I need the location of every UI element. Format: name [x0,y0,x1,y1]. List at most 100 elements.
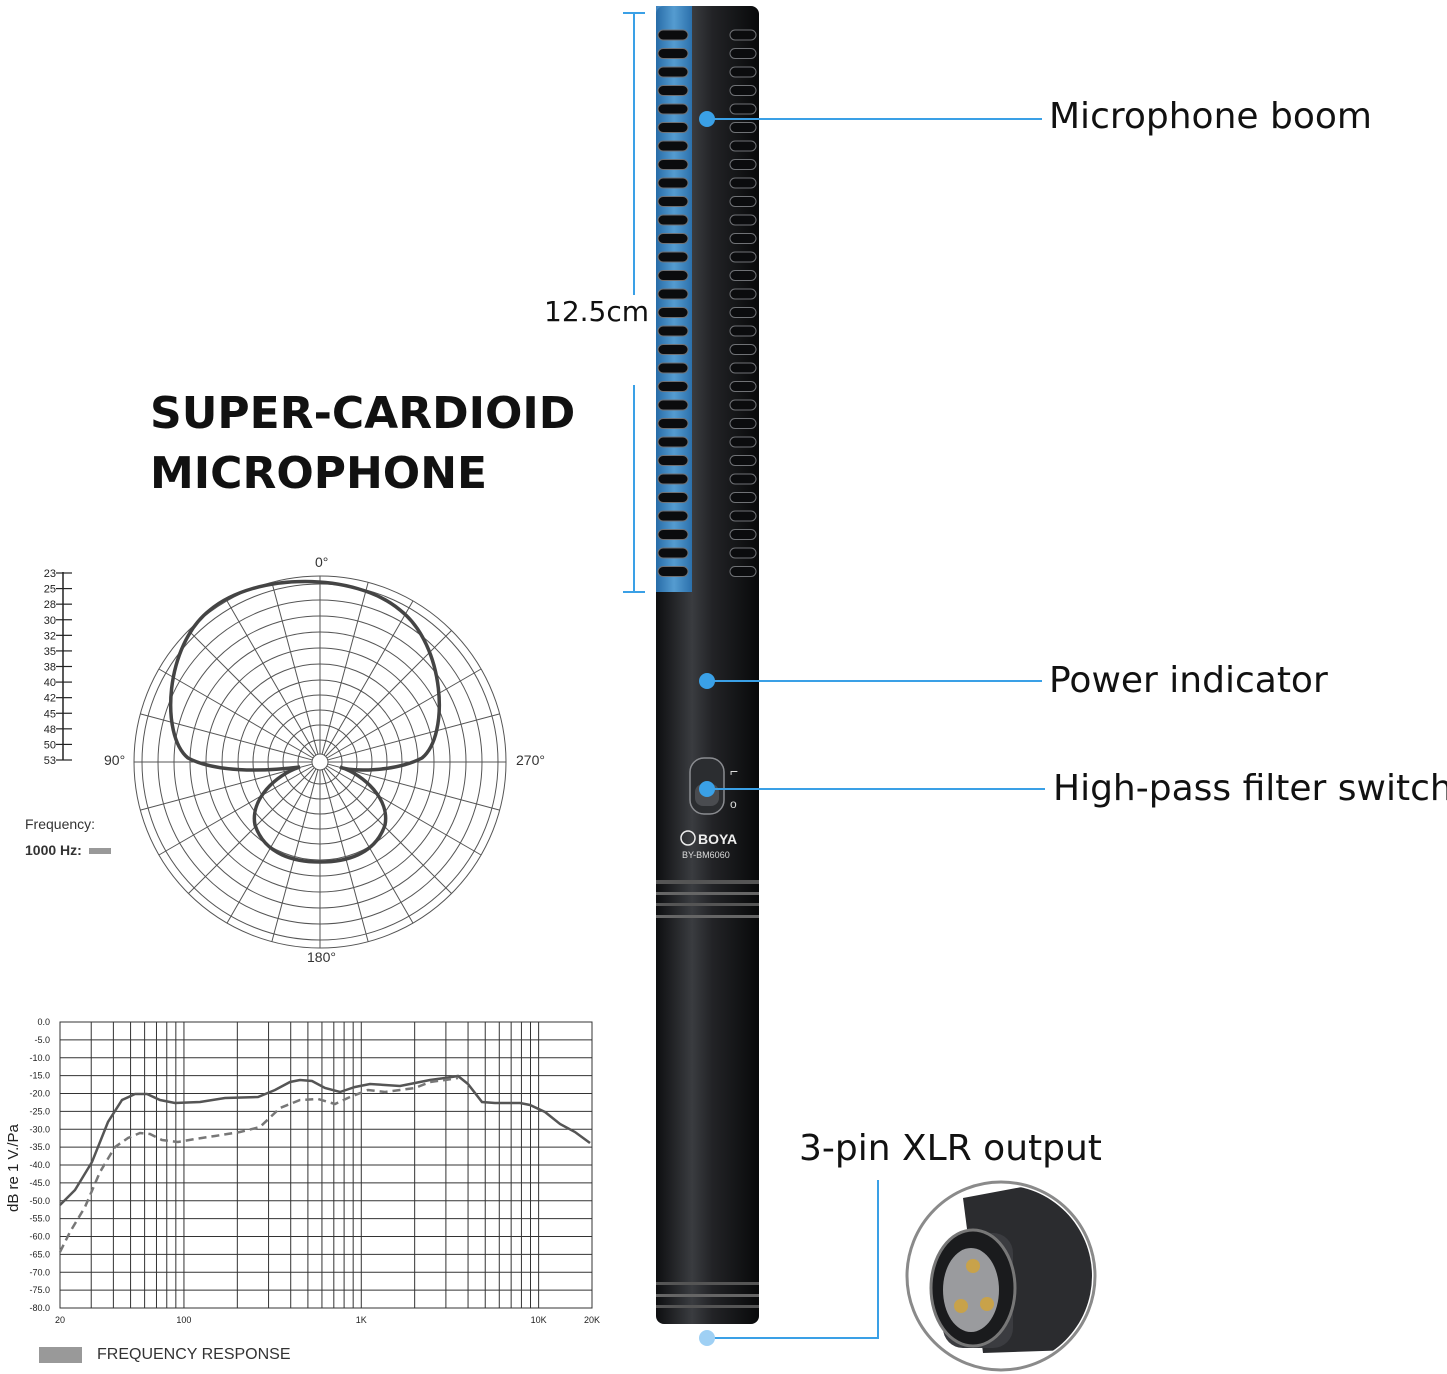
polar-spoke [326,668,482,759]
title-line-2: MICROPHONE [150,448,488,499]
filter-dot [699,781,715,797]
frequency-response-chart: 0.0-5.0-10.0-15.0-20.0-25.0-30.0-35.0-40… [5,1017,600,1325]
grille-slot [729,159,757,170]
grille-slot [729,233,757,244]
grille-slot [657,103,689,115]
freq-ytick-label: -50.0 [29,1196,50,1206]
model-label: BY-BM6060 [682,850,730,860]
angle-180-label: 180° [307,949,336,965]
freq-ytick-label: -25.0 [29,1106,50,1116]
grille-slot [729,103,757,115]
grille-slot [657,436,689,448]
freq-legend-label: FREQUENCY RESPONSE [97,1346,291,1363]
power-dot [699,673,715,689]
grille-slot [657,288,689,300]
freq-ytick-label: -55.0 [29,1214,50,1224]
grille-slot [657,29,689,41]
db-tick-label: 53 [44,755,56,767]
freq-legend-swatch [39,1347,82,1363]
grille-slot [657,473,689,485]
grille-slot [729,362,757,374]
freq-ytick-label: -15.0 [29,1071,50,1081]
grille-slot [657,492,689,503]
db-tick-label: 32 [44,630,56,642]
grille-slot [657,196,689,207]
db-tick-label: 50 [44,739,56,751]
angle-270-label: 270° [516,752,545,768]
grille-slot [729,29,757,41]
grille-slot [657,529,689,540]
grille-slot [729,344,757,355]
db-tick-label: 28 [44,599,56,611]
freq-ytick-label: -5.0 [34,1035,50,1045]
grille-slot [657,85,689,96]
polar-spoke [140,763,313,811]
polar-legend-value-text: 1000 Hz: [25,842,82,858]
grille-slot [729,529,757,540]
grille-slot [657,48,689,59]
polar-spoke [323,600,414,756]
callout-xlr-output: 3-pin XLR output [799,1128,1102,1169]
freq-curve-dashed [58,1076,459,1253]
grille-slot [729,214,757,226]
polar-spoke [158,668,314,759]
title-line-1: SUPER-CARDIOID [150,388,576,439]
db-tick-label: 25 [44,584,56,596]
freq-xtick-label: 10K [531,1315,547,1325]
grille-slot [657,140,689,152]
grille-slot [729,85,757,96]
callout-power-indicator: Power indicator [1049,660,1328,701]
polar-legend-value: 1000 Hz: [25,842,111,858]
grille-slot [729,48,757,59]
grille-slot [729,140,757,152]
svg-text:⌐: ⌐ [730,763,738,779]
grille-slot [657,214,689,226]
boom-dot [699,111,715,127]
freq-ytick-label: -60.0 [29,1232,50,1242]
polar-spoke [321,769,369,942]
polar-spoke [271,582,319,755]
freq-ytick-label: -70.0 [29,1267,50,1277]
polar-spoke [188,767,315,894]
grille-slot [657,566,689,577]
grille-slot [657,122,689,133]
db-tick-label: 45 [44,708,56,720]
grille-slot [657,270,689,281]
grille-slot [657,307,689,318]
db-tick-label: 48 [44,724,56,736]
callout-microphone-boom: Microphone boom [1049,96,1372,137]
polar-spoke [140,713,313,761]
grille-slot [657,381,689,392]
grille-slot [657,233,689,244]
db-tick-label: 42 [44,693,56,705]
grille-slot [657,325,689,337]
db-tick-label: 40 [44,677,56,689]
polar-spoke [271,769,319,942]
grille-slot [657,251,689,263]
grille-slot [729,196,757,207]
freq-ylabel: dB re 1 V./Pa [5,1124,22,1212]
callout-lines [699,111,1045,1346]
grille-slot [657,510,689,522]
grille-slot [729,381,757,392]
dimension-label: 12.5cm [544,295,650,328]
freq-ytick-label: 0.0 [37,1017,50,1027]
db-tick-label: 38 [44,662,56,674]
freq-xtick-label: 100 [176,1315,191,1325]
freq-curve-solid [59,1074,591,1206]
polar-spoke [158,765,314,856]
freq-ytick-label: -65.0 [29,1249,50,1259]
polar-spoke [188,630,315,757]
grille-slot [729,288,757,300]
angle-90-label: 90° [104,752,125,768]
angle-0-label: 0° [315,554,328,570]
grille-slot [729,399,757,411]
grille-slot [657,344,689,355]
polar-legend-label: Frequency: [25,816,96,832]
grille-slot [657,418,689,429]
grille-slot [657,177,689,189]
grille-slot [657,159,689,170]
grille-slot [657,547,689,559]
polar-spoke [226,600,317,756]
